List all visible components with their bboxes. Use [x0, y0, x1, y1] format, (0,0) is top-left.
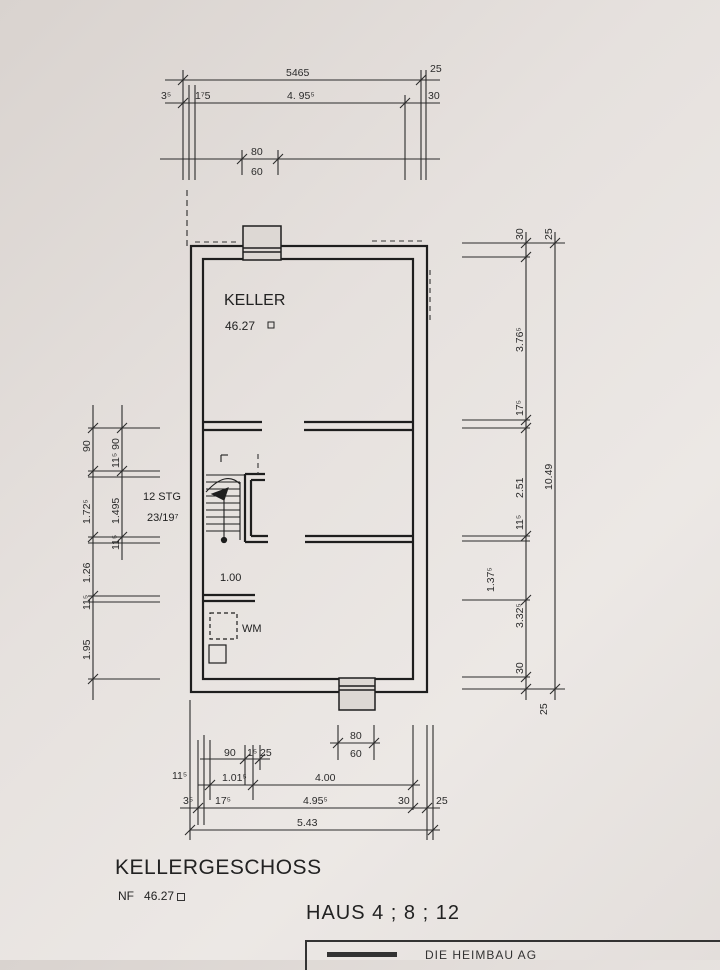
dim-right-8: 1.37⁵ [485, 567, 497, 592]
dim-right-11: 25 [538, 703, 550, 715]
dim-right-4: 17⁵ [514, 400, 526, 416]
dim-left-7: 11⁵ [81, 595, 93, 610]
dim-1-00: 1.00 [220, 572, 241, 584]
net-floor-area: NF 46.27 [118, 889, 186, 903]
stair-steps: 12 STG [143, 491, 181, 503]
bottom-dimension-lines [180, 700, 440, 840]
dim-top-left-2: 1⁷5 [195, 90, 211, 102]
window-top [242, 225, 282, 261]
right-dimension-lines [462, 232, 565, 700]
dim-top-right-1: 25 [430, 63, 442, 75]
window-bottom [338, 677, 376, 711]
dim-top-left-1: 3⁵ [161, 90, 171, 102]
dim-bottom-9: 4.95⁵ [303, 795, 328, 807]
top-dimension-lines [160, 70, 440, 250]
wall-dashed-line [195, 240, 431, 474]
dim-bottom-8: 17⁵ [215, 795, 231, 807]
dim-bottom-10: 30 [398, 795, 410, 807]
dim-right-7: 11⁵ [514, 515, 526, 530]
stair-ratio: 23/19⁷ [147, 512, 179, 524]
title-block: DIE HEIMBAU AG [305, 940, 720, 970]
room-area: 46.27 [225, 319, 255, 333]
dim-left-8: 1.95 [81, 639, 93, 660]
dim-right-5: 2.51 [514, 477, 526, 498]
dim-top-inner: 4. 95⁵ [287, 90, 315, 102]
left-dimension-lines [87, 405, 160, 700]
wm-label: WM [242, 623, 262, 635]
dim-left-6: 1.26 [81, 562, 93, 583]
dim-left-1: 90 [81, 440, 93, 452]
dim-bottom-11: 25 [436, 795, 448, 807]
dim-top-overall: 5465 [286, 67, 310, 79]
company-name: DIE HEIMBAU AG [425, 948, 538, 962]
dim-top-window-w: 80 [251, 146, 263, 158]
floor-title: KELLERGESCHOSS [115, 856, 322, 879]
dim-right-2: 25 [543, 228, 555, 240]
nf-value: 46.27 [144, 889, 175, 903]
nf-label: NF [118, 889, 134, 903]
dim-bottom-1: 90 [224, 747, 236, 759]
dim-bottom-6: 4.00 [315, 772, 336, 784]
dim-bottom-4: 11⁵ [172, 770, 187, 782]
title-block-bar [327, 952, 397, 957]
dim-right-1: 30 [514, 228, 526, 240]
dim-bottom-7: 3⁵ [183, 795, 193, 807]
dim-top-right-2: 30 [428, 90, 440, 102]
washing-machine-symbol [208, 612, 238, 664]
area-square-icon [177, 892, 186, 901]
house-numbers: HAUS 4 ; 8 ; 12 [306, 902, 460, 924]
building-walls [189, 244, 429, 694]
dim-left-4: 1.495 [110, 498, 122, 524]
staircase [205, 454, 245, 544]
dim-bottom-2: 1⁵ [247, 747, 257, 759]
dim-bottom-12: 5.43 [297, 817, 318, 829]
dim-left-2: 11⁵ 90 [110, 438, 122, 468]
dim-left-5: 11⁵ [110, 535, 122, 550]
dim-right-9: 3.32⁵ [514, 603, 526, 628]
dim-bottom-5: 1.01⁵ [222, 772, 247, 784]
area-square-icon [267, 321, 275, 329]
dim-bottom-window-w: 80 [350, 730, 362, 742]
dim-bottom-3: 25 [260, 747, 272, 759]
dim-left-3: 1.72⁵ [81, 499, 93, 524]
dim-right-6: 10.49 [543, 464, 555, 490]
dim-bottom-window-h: 60 [350, 748, 362, 760]
room-name: KELLER [224, 292, 285, 309]
plan-labels: KELLER 46.27 12 STG 23/19⁷ 1.00 WM 5465 … [81, 63, 555, 829]
dim-right-3: 3.76⁵ [514, 327, 526, 352]
dim-right-10: 30 [514, 662, 526, 674]
dim-top-window-h: 60 [251, 166, 263, 178]
